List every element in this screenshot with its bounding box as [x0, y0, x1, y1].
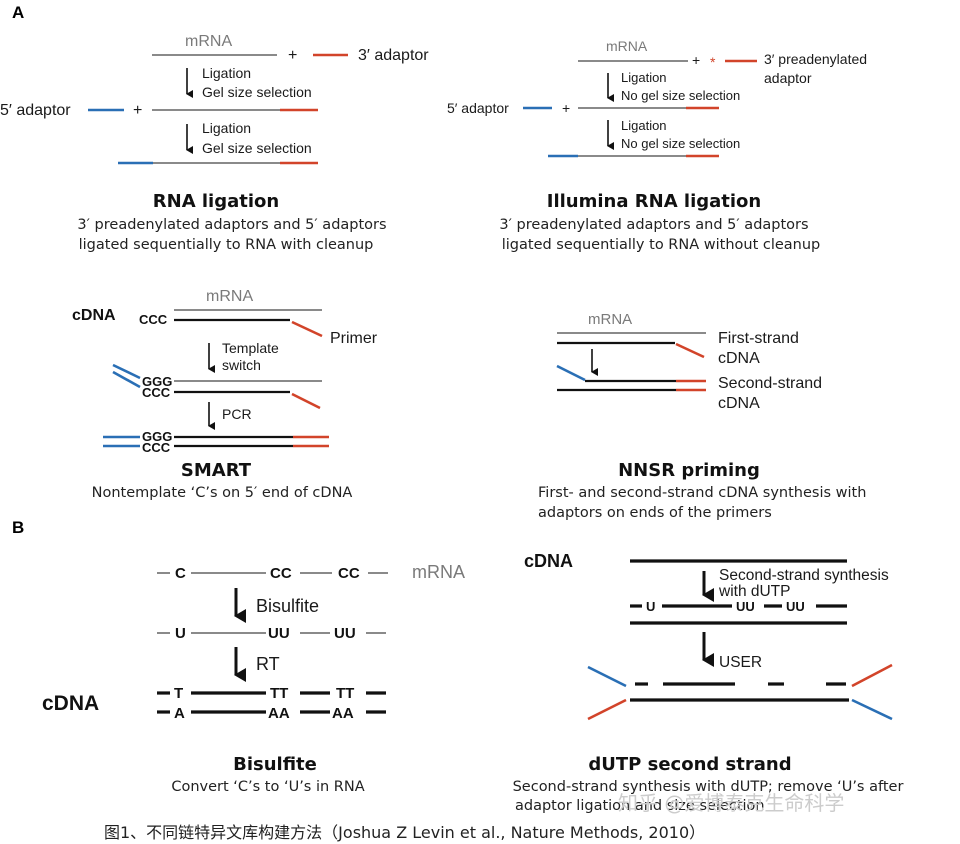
dutp-adaptor-right-bottom	[851, 698, 893, 721]
smart-ggg-2: GGG	[142, 429, 172, 444]
bisulfite-cc-1: CC	[270, 565, 292, 582]
bisulfite-mrna-label: mRNA	[412, 562, 465, 582]
illumina-step2-b: No gel size selection	[621, 136, 740, 151]
illumina-plus-1: +	[692, 52, 700, 68]
illumina-star: *	[710, 54, 716, 70]
rna-ligation-step2-b: Gel size selection	[202, 140, 312, 156]
smart-ccc-2: CCC	[142, 385, 171, 400]
illumina-step2-a: Ligation	[621, 118, 667, 133]
illumina-step1-b: No gel size selection	[621, 88, 740, 103]
rna-ligation-plus-1: +	[288, 47, 297, 64]
dutp-uu-2: UU	[786, 599, 805, 614]
rna-ligation-plus-2: +	[133, 102, 142, 119]
rna-ligation-5-adaptor-label: 5′ adaptor	[0, 102, 71, 119]
bisulfite-t-1: T	[174, 685, 183, 702]
bisulfite-aa-1: AA	[268, 705, 290, 722]
illumina-title: Illumina RNA ligation	[547, 191, 761, 212]
bisulfite-aa-2: AA	[332, 705, 354, 722]
panel-b-label: B	[12, 518, 24, 537]
dutp-adaptor-left-top	[587, 665, 627, 688]
illumina-desc-1: 3′ preadenylated adaptors and 5′ adaptor…	[499, 217, 808, 233]
smart-mrna-label: mRNA	[206, 288, 253, 305]
dutp-desc-1: Second-strand synthesis with dUTP; remov…	[513, 779, 904, 795]
illumina-mrna-label: mRNA	[606, 38, 648, 54]
dutp-desc-2: adaptor ligation and size selection	[515, 798, 765, 814]
bisulfite-tt-1: TT	[270, 685, 288, 702]
bisulfite-tt-2: TT	[336, 685, 354, 702]
illumina-step1-a: Ligation	[621, 70, 667, 85]
dutp-step1-b: with dUTP	[718, 583, 791, 600]
dutp-step1-a: Second-strand synthesis	[719, 567, 889, 584]
smart-desc-1: Nontemplate ‘C’s on 5′ end of cDNA	[92, 485, 353, 501]
illumina-plus-2: +	[562, 100, 570, 116]
dutp-cdna-label: cDNA	[524, 551, 573, 571]
bisulfite-uu-1: UU	[268, 625, 290, 642]
bisulfite-c-1: C	[175, 565, 186, 582]
nnsr-diagram: mRNA First-strand cDNA Second-strand cDN…	[538, 311, 866, 521]
dutp-title: dUTP second strand	[588, 754, 791, 775]
nnsr-title: NNSR priming	[618, 460, 760, 481]
nnsr-first-2: cDNA	[718, 350, 760, 367]
dutp-uu-1: UU	[736, 599, 755, 614]
illumina-ligation-diagram: mRNA + * 3′ preadenylated adaptor Ligati…	[447, 38, 867, 253]
smart-cdna-label: cDNA	[72, 307, 116, 324]
dutp-user-label: USER	[719, 654, 762, 671]
rna-ligation-title: RNA ligation	[153, 191, 279, 212]
dutp-adaptor-right-top	[851, 663, 893, 688]
bisulfite-step1: Bisulfite	[256, 596, 319, 616]
nnsr-second-2: cDNA	[718, 395, 760, 412]
bisulfite-uu-2: UU	[334, 625, 356, 642]
bisulfite-cc-2: CC	[338, 565, 360, 582]
smart-ccc-3: CCC	[142, 440, 171, 455]
smart-ggg-1: GGG	[142, 374, 172, 389]
rna-ligation-step1-a: Ligation	[202, 65, 251, 81]
nnsr-second-1: Second-strand	[718, 375, 822, 392]
dutp-diagram: cDNA Second-strand synthesis with dUTP U…	[513, 551, 904, 814]
illumina-desc-2: ligated sequentially to RNA without clea…	[502, 237, 821, 253]
nnsr-first-1: First-strand	[718, 330, 799, 347]
smart-template-adaptor-2	[112, 370, 141, 389]
dutp-adaptor-left-bottom	[587, 698, 627, 721]
rna-ligation-desc-1: 3′ preadenylated adaptors and 5′ adaptor…	[77, 217, 386, 233]
bisulfite-desc-1: Convert ‘C’s to ‘U’s in RNA	[171, 779, 364, 795]
smart-primer-line-2	[291, 392, 321, 410]
smart-pcr-label: PCR	[222, 406, 252, 422]
rna-ligation-step2-a: Ligation	[202, 120, 251, 136]
illumina-5-adaptor-label: 5′ adaptor	[447, 100, 509, 116]
smart-step1-b: switch	[222, 357, 261, 373]
bisulfite-step2: RT	[256, 654, 280, 674]
smart-diagram: cDNA mRNA CCC Primer Template switch GGG…	[72, 288, 378, 501]
bisulfite-a-1: A	[174, 705, 185, 722]
panel-a-label: A	[12, 3, 24, 22]
watermark: 知乎 @爱博泰克生命科学	[618, 791, 844, 815]
bisulfite-diagram: C CC CC mRNA Bisulfite U UU UU RT cDNA T…	[42, 562, 465, 795]
illumina-pre-2: adaptor	[764, 70, 812, 86]
nnsr-desc-1: First- and second-strand cDNA synthesis …	[538, 485, 866, 501]
smart-title: SMART	[181, 460, 252, 481]
smart-ccc-1: CCC	[139, 312, 168, 327]
figure-caption: 图1、不同链特异文库构建方法（Joshua Z Levin et al., Na…	[104, 823, 705, 842]
rna-ligation-diagram: mRNA + 3′ adaptor Ligation Gel size sele…	[0, 33, 429, 253]
smart-template-adaptor-1	[112, 363, 141, 380]
nnsr-first-adaptor	[675, 342, 705, 359]
nnsr-desc-2: adaptors on ends of the primers	[538, 505, 772, 521]
smart-primer-line	[291, 320, 323, 338]
nnsr-second-adaptor-blue	[556, 364, 586, 382]
rna-ligation-mrna-label: mRNA	[185, 33, 232, 50]
dutp-u-1: U	[646, 599, 655, 614]
bisulfite-u-1: U	[175, 625, 186, 642]
smart-step1-a: Template	[222, 340, 279, 356]
rna-ligation-3-adaptor-label: 3′ adaptor	[358, 47, 429, 64]
smart-primer-label: Primer	[330, 330, 378, 347]
nnsr-mrna-label: mRNA	[588, 311, 632, 328]
rna-ligation-step1-b: Gel size selection	[202, 84, 312, 100]
rna-ligation-desc-2: ligated sequentially to RNA with cleanup	[79, 237, 374, 253]
bisulfite-title: Bisulfite	[233, 754, 317, 775]
bisulfite-cdna-label: cDNA	[42, 692, 99, 715]
illumina-pre-1: 3′ preadenylated	[764, 51, 867, 67]
